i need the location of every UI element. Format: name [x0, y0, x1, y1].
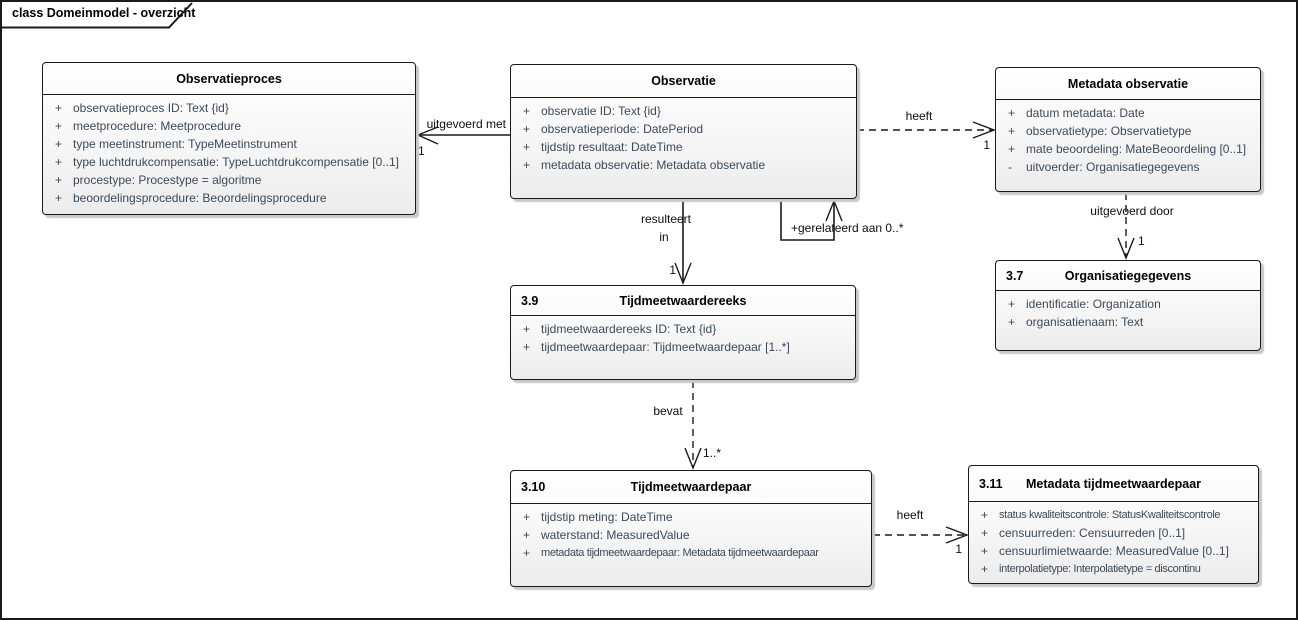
attribute-row: +status kwaliteitscontrole: StatusKwalit… — [981, 508, 1221, 522]
class-number: 3.9 — [521, 293, 539, 308]
relation-multiplicity: 1 — [669, 263, 676, 277]
class-number: 3.10 — [521, 480, 546, 494]
open-arrowhead-icon — [416, 126, 439, 145]
attribute-row: +procestype: Procestype = algoritme — [55, 173, 262, 187]
class-title: Metadata tijdmeetwaardepaar — [1025, 476, 1202, 491]
class-title: Observatie — [651, 74, 716, 88]
attribute-row: +datum metadata: Date — [1008, 106, 1145, 120]
relation-heeft-metadata-tijdmeetwaardepaar[interactable]: heeft 1 — [873, 508, 969, 556]
attribute-row: +censuurlimietwaarde: MeasuredValue [0..… — [981, 544, 1229, 558]
class-number: 3.7 — [1006, 268, 1024, 283]
class-title: Tijdmeetwaardepaar — [630, 480, 752, 494]
relation-label: bevat — [653, 404, 683, 418]
attribute-row: +beoordelingsprocedure: Beoordelingsproc… — [55, 191, 327, 205]
open-arrowhead-icon — [945, 526, 969, 544]
attribute-row: +observatieperiode: DatePeriod — [523, 122, 704, 136]
relation-multiplicity: 1 — [983, 138, 990, 152]
attribute-row: +tijdmeetwaardereeks ID: Text {id} — [523, 322, 717, 336]
relation-uitgevoerd-door[interactable]: uitgevoerd door 1 — [1090, 193, 1174, 260]
relation-uitgevoerd-met[interactable]: uitgevoerd met 1 — [416, 117, 510, 158]
attribute-row: -uitvoerder: Organisatiegegevens — [1008, 160, 1200, 174]
relation-label: heeft — [897, 508, 924, 522]
relation-resulteert-in[interactable]: resulteert in 1 — [641, 200, 692, 285]
relation-gerelateerd-aan[interactable]: +gerelateerd aan 0..* — [780, 199, 904, 241]
attribute-row: +tijdmeetwaardepaar: Tijdmeetwaardepaar … — [523, 340, 790, 354]
class-title: Tijdmeetwaardereeks — [619, 293, 747, 308]
relation-bevat[interactable]: bevat 1..* — [653, 381, 721, 470]
open-arrowhead-icon — [825, 199, 843, 222]
class-number: 3.11 — [979, 476, 1003, 491]
relation-label: +gerelateerd aan 0..* — [791, 221, 904, 235]
class-title: Metadata observatie — [1067, 76, 1189, 91]
attribute-row: +interpolatietype: Interpolatietype = di… — [981, 562, 1201, 576]
relation-label: resulteert — [641, 212, 692, 226]
open-arrowhead-icon — [972, 121, 996, 139]
attribute-row: +observatie ID: Text {id} — [523, 104, 661, 118]
class-title: Observatieproces — [176, 71, 282, 86]
open-arrowhead-icon — [674, 262, 692, 285]
class-tijdmeetwaardepaar[interactable]: 3.10 Tijdmeetwaardepaar +tijdstip meting… — [510, 470, 872, 587]
attribute-row: +tijdstip resultaat: DateTime — [523, 140, 683, 154]
relation-multiplicity: 1 — [955, 542, 962, 556]
attribute-row: +observatietype: Observatietype — [1008, 124, 1192, 138]
attribute-row: +censuurreden: Censuurreden [0..1] — [981, 526, 1186, 540]
attribute-row: +organisatienaam: Text — [1008, 315, 1144, 329]
attribute-row: +type luchtdrukcompensatie: TypeLuchtdru… — [55, 155, 399, 169]
attribute-row: +waterstand: MeasuredValue — [523, 528, 690, 542]
class-tijdmeetwaardereeks[interactable]: 3.9 Tijdmeetwaardereeks +tijdmeetwaarder… — [510, 285, 856, 380]
diagram-title: class Domeinmodel - overzicht — [12, 6, 196, 20]
open-arrowhead-icon — [684, 447, 702, 470]
relation-heeft-metadata-observatie[interactable]: heeft 1 — [857, 109, 996, 152]
relation-label: in — [659, 230, 668, 244]
frame-tab-shape — [2, 2, 193, 29]
attribute-row: +mate beoordeling: MateBeoordeling [0..1… — [1008, 142, 1247, 156]
relation-multiplicity: 1 — [1138, 234, 1145, 248]
attribute-row: +observatieproces ID: Text {id} — [55, 101, 229, 115]
class-observatieproces[interactable]: Observatieproces +observatieproces ID: T… — [42, 62, 416, 215]
relation-multiplicity: 1 — [418, 144, 425, 158]
class-observatie[interactable]: Observatie +observatie ID: Text {id} +ob… — [510, 64, 857, 199]
relation-label: uitgevoerd met — [427, 117, 507, 131]
open-arrowhead-icon — [1117, 237, 1135, 260]
attribute-row: +metadata observatie: Metadata observati… — [523, 158, 766, 172]
attribute-row: +meetprocedure: Meetprocedure — [55, 119, 242, 133]
attribute-row: +tijdstip meting: DateTime — [523, 510, 673, 524]
relation-label: uitgevoerd door — [1090, 204, 1173, 218]
class-organisatiegegevens[interactable]: 3.7 Organisatiegegevens +identificatie: … — [995, 260, 1261, 351]
attribute-row: +type meetinstrument: TypeMeetinstrument — [55, 137, 297, 151]
relation-label: heeft — [906, 109, 933, 123]
relation-multiplicity: 1..* — [703, 446, 721, 460]
class-title: Organisatiegegevens — [1064, 268, 1192, 283]
class-metadata-observatie[interactable]: Metadata observatie +datum metadata: Dat… — [995, 67, 1261, 192]
attribute-row: +metadata tijdmeetwaardepaar: Metadata t… — [523, 546, 819, 560]
class-metadata-tijdmeetwaardepaar[interactable]: 3.11 Metadata tijdmeetwaardepaar +status… — [968, 465, 1259, 584]
attribute-row: +identificatie: Organization — [1008, 297, 1161, 311]
